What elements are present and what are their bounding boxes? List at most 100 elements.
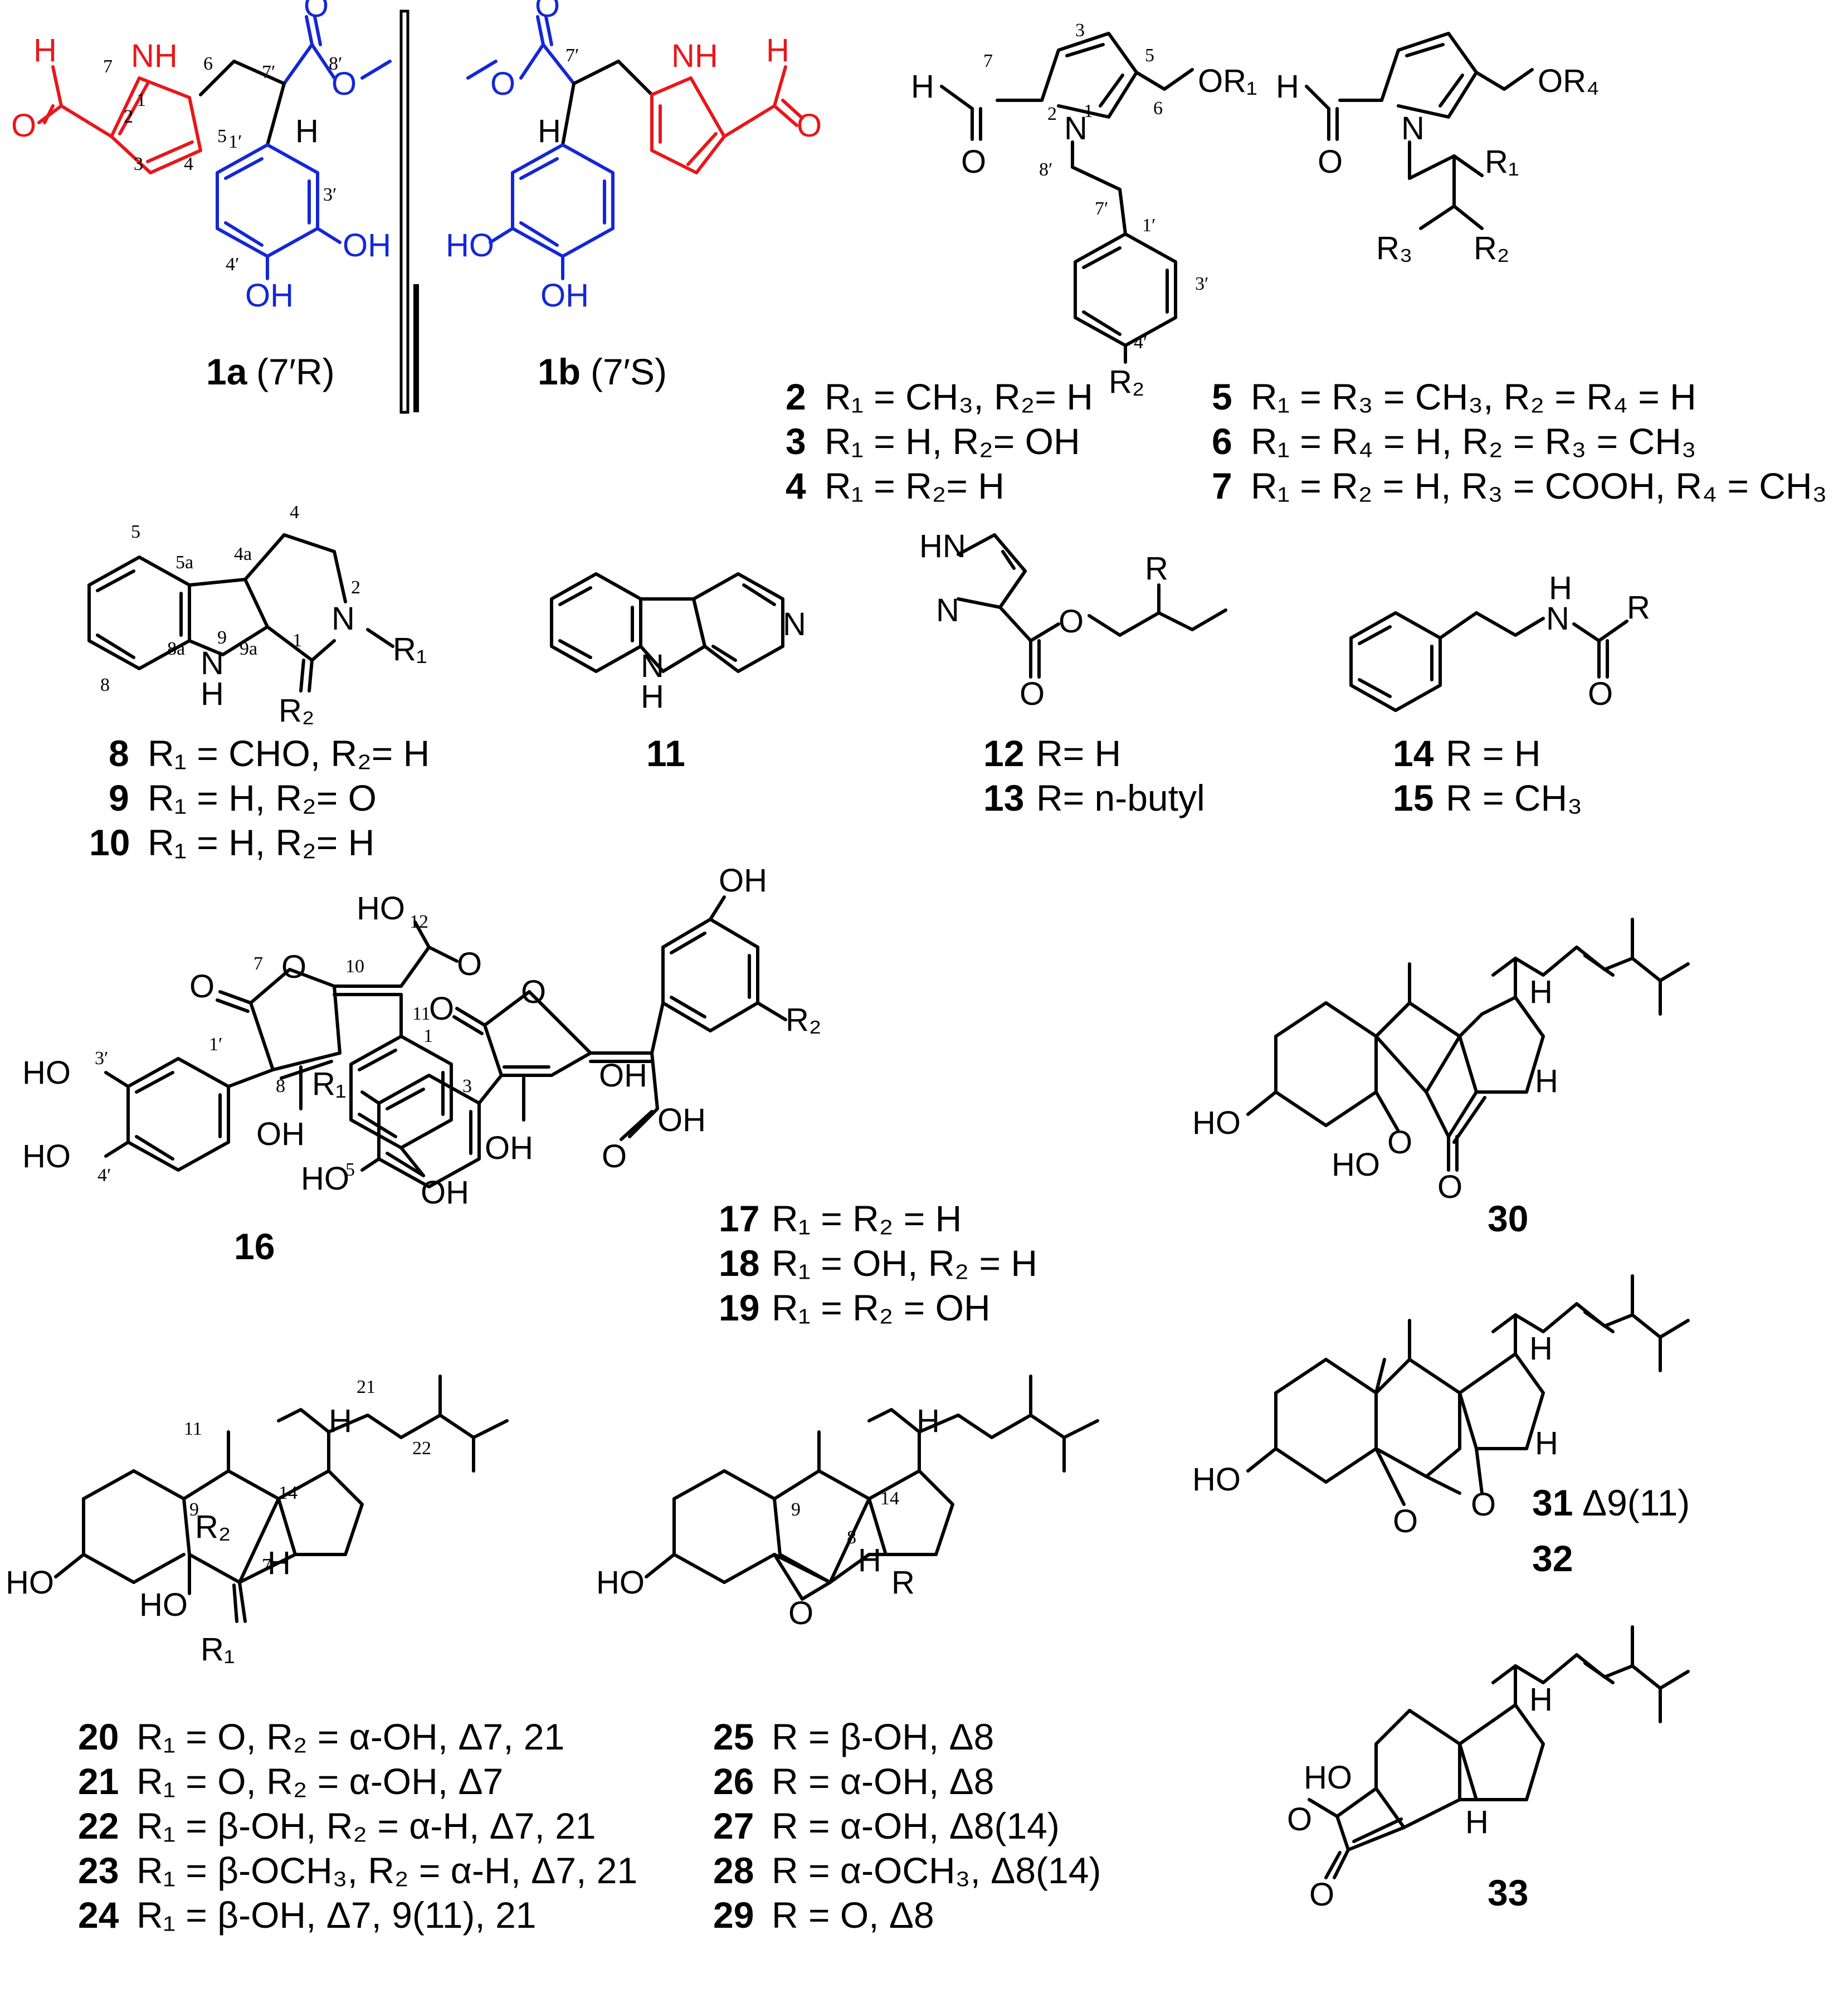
compound-label: 6 <box>1212 421 1232 462</box>
atom-o: O <box>788 1595 813 1631</box>
compound-caption: R₁ = R₂ = H <box>772 1198 962 1239</box>
compound-caption: R₁ = H, R₂= O <box>148 777 377 818</box>
compound-label: 30 <box>1488 1198 1528 1239</box>
atom-o: O <box>1020 676 1045 712</box>
atom-nh: N <box>201 645 224 681</box>
atom-oh: OH <box>421 1174 469 1211</box>
atom-oh: OH <box>540 277 589 314</box>
svg-text:12: 12 <box>409 912 428 932</box>
svg-text:1′: 1′ <box>209 1034 222 1055</box>
svg-text:3: 3 <box>462 1076 472 1096</box>
atom-h: H <box>911 69 934 105</box>
compound-caption: R₁ = H, R₂= H <box>148 822 374 863</box>
svg-text:4: 4 <box>184 154 193 174</box>
atom-o: O <box>797 108 822 144</box>
atom-oh: HO <box>357 890 405 927</box>
atom-o: O <box>490 66 515 102</box>
compound-caption: R = O, Δ8 <box>772 1894 934 1936</box>
atom-o: O <box>1309 1877 1334 1913</box>
structure-2-4: OR₁ H O N R₂ 7 2 1 3 5 6 8′ 7′ 1′ 3′ 4′ <box>911 20 1257 400</box>
atom-o: O <box>535 0 560 24</box>
compound-config: (7′R) <box>256 351 335 392</box>
compound-caption: R₁ = R₂ = H, R₃ = COOH, R₄ = CH₃ <box>1251 465 1827 506</box>
atom-h: H <box>766 32 789 69</box>
captions-row4: 20 R₁ = O, R₂ = α-OH, Δ7, 21 21 R₁ = O, … <box>78 1716 1101 1936</box>
svg-text:1′: 1′ <box>228 131 242 152</box>
compound-label: 20 <box>78 1716 119 1757</box>
svg-text:5: 5 <box>131 522 140 542</box>
compound-label: 32 <box>1532 1538 1573 1579</box>
svg-text:7: 7 <box>983 51 993 71</box>
structure-17-19: OH R₂ OH O O O OH OH R₁ HO <box>301 862 821 1197</box>
svg-text:5: 5 <box>345 1159 355 1180</box>
compound-label: 23 <box>78 1850 119 1891</box>
atom-h: H <box>916 1403 940 1439</box>
svg-text:4′: 4′ <box>97 1165 111 1186</box>
compound-caption: R = β-OH, Δ8 <box>772 1716 994 1757</box>
captions-row1: 2 R₁ = CH₃, R₂= H 3 R₁ = H, R₂= OH 4 R₁ … <box>786 376 1827 506</box>
svg-text:22: 22 <box>412 1438 431 1459</box>
svg-text:7: 7 <box>253 953 263 974</box>
svg-text:11: 11 <box>412 1003 431 1024</box>
compound-caption: R = α-OH, Δ8 <box>772 1761 994 1802</box>
atom-ho: HO <box>139 1587 188 1623</box>
svg-text:5: 5 <box>1145 45 1154 66</box>
structure-14-15: N H R O <box>1349 570 1650 712</box>
atom-oh: OH <box>599 1057 647 1094</box>
atom-n: N <box>783 606 806 642</box>
structure-16: HO HO O O OH HO O OH 7 10 11 12 8 1′ 3′ … <box>22 890 482 1267</box>
atom-o: O <box>304 0 329 24</box>
svg-text:1′: 1′ <box>1142 215 1155 236</box>
compound-label: 11 <box>646 733 685 774</box>
compound-label: 14 <box>1393 733 1434 774</box>
atom-o: O <box>1588 676 1613 712</box>
compound-label: 9 <box>109 777 129 818</box>
compound-caption: R = CH₃ <box>1446 777 1582 818</box>
compound-caption: R₁ = R₂= H <box>825 465 1005 506</box>
divider <box>413 284 419 412</box>
compound-label: 10 <box>89 822 130 863</box>
svg-text:7′: 7′ <box>565 45 579 66</box>
atom-nh: NH <box>671 38 718 74</box>
atom-nh: NH <box>131 38 178 74</box>
compound-caption: R₁ = H, R₂= OH <box>825 421 1080 462</box>
compound-label: 21 <box>78 1761 119 1802</box>
atom-n: N <box>1401 110 1425 147</box>
atom-n: N <box>936 592 959 628</box>
compound-label: 12 <box>983 733 1024 774</box>
atom-o: O <box>961 144 986 180</box>
atom-h: H <box>267 1545 291 1581</box>
svg-text:21: 21 <box>357 1377 376 1397</box>
svg-text:7′: 7′ <box>1095 198 1108 219</box>
atom-r2: R₂ <box>279 693 314 729</box>
compound-label: 3 <box>786 421 806 462</box>
compound-caption: R₁ = β-OH, R₂ = α-H, Δ7, 21 <box>136 1805 596 1846</box>
svg-text:6: 6 <box>203 53 213 74</box>
atom-o: O <box>521 974 546 1010</box>
atom-oh: OH <box>719 862 767 899</box>
atom-ho: HO <box>1332 1147 1380 1183</box>
compound-label: 18 <box>719 1242 759 1284</box>
atom-oh: OH <box>485 1130 533 1166</box>
atom-r: R <box>1145 550 1168 587</box>
atom-n: N <box>331 601 355 637</box>
svg-text:4′: 4′ <box>1134 332 1147 353</box>
compound-caption: R = H <box>1446 733 1541 774</box>
svg-text:8a: 8a <box>167 639 185 659</box>
svg-text:2: 2 <box>1047 104 1057 124</box>
compound-caption: R₁ = CH₃, R₂= H <box>825 376 1093 417</box>
compound-label: 33 <box>1488 1872 1528 1913</box>
atom-r1: R₁ <box>393 631 427 667</box>
compound-label: 28 <box>713 1850 754 1891</box>
svg-text:5: 5 <box>217 126 227 147</box>
structure-30: HO O HO O H H 30 <box>1192 918 1690 1239</box>
atom-h: H <box>1535 1063 1558 1099</box>
structure-1a: H O NH O O H OH OH 7 2 1 3 4 5 6 7′ 8′ 1… <box>11 0 392 392</box>
svg-text:4: 4 <box>290 502 299 523</box>
svg-text:5a: 5a <box>175 552 193 573</box>
atom-h: H <box>858 1542 881 1578</box>
svg-text:11: 11 <box>184 1419 202 1439</box>
svg-text:9: 9 <box>189 1499 199 1520</box>
atom-h: H <box>329 1403 352 1439</box>
svg-text:3: 3 <box>1075 20 1085 41</box>
